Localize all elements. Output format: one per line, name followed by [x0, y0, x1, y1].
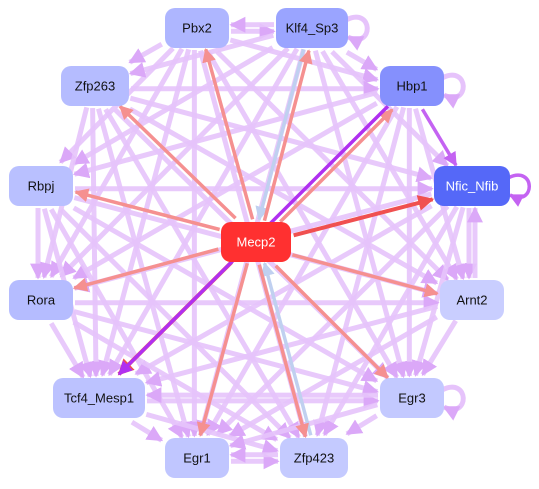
edge-nfic-to-egr3: [411, 206, 466, 377]
node-box: [280, 438, 348, 478]
edge-mecp2-to-zfp263: [118, 104, 237, 220]
node-label: Nfic_Nfib: [446, 179, 499, 194]
self-loop-nfic: [507, 173, 531, 207]
edge-rora-to-tcf4: [49, 322, 86, 379]
node-box: [165, 8, 229, 48]
node-box: [165, 438, 229, 478]
edge-mecp2-to-hbp1: [279, 108, 394, 224]
edge-hbp1-to-rbpj: [72, 90, 378, 179]
edge-klf4-to-tcf4: [107, 47, 300, 377]
node-rbpj[interactable]: Rbpj: [9, 166, 73, 206]
node-tcf4[interactable]: Tcf4_Mesp1: [53, 378, 145, 418]
node-box: [434, 166, 510, 206]
node-arnt2[interactable]: Arnt2: [440, 280, 504, 320]
edge-egr3-to-zfp423: [345, 413, 378, 437]
node-box: [9, 280, 73, 320]
node-box: [221, 222, 291, 262]
node-label: Hbp1: [396, 79, 427, 94]
edge-mecp2-to-rora: [72, 247, 219, 292]
edge-klf4-to-mecp2: [255, 48, 306, 221]
edge-klf4-to-hbp1: [345, 49, 379, 72]
edge-zfp263-to-arnt2: [128, 106, 439, 286]
node-label: Egr1: [183, 451, 210, 466]
node-zfp263[interactable]: Zfp263: [61, 66, 129, 106]
node-klf4[interactable]: Klf4_Sp3: [276, 8, 348, 48]
node-box: [276, 8, 348, 48]
edge-pbx2-to-zfp263: [128, 42, 163, 65]
edge-hbp1-to-egr1: [205, 105, 400, 437]
node-egr1[interactable]: Egr1: [165, 438, 229, 478]
edge-mecp2-to-pbx2: [202, 47, 255, 220]
self-loop-layer: [344, 14, 531, 421]
node-rora[interactable]: Rora: [9, 280, 73, 320]
edge-nfic-to-tcf4: [134, 203, 433, 376]
edge-arnt2-to-tcf4: [144, 303, 438, 387]
edge-arnt2-to-egr3: [420, 319, 458, 377]
edge-mecp2-to-rbpj: [74, 188, 221, 232]
node-label: Mecp2: [236, 235, 275, 250]
edge-mecp2-to-nfic: [293, 195, 435, 238]
node-pbx2[interactable]: Pbx2: [165, 8, 229, 48]
node-label: Rbpj: [28, 179, 55, 194]
node-label: Arnt2: [456, 293, 487, 308]
self-loop-klf4: [344, 14, 370, 51]
node-box: [53, 378, 145, 418]
node-box: [61, 66, 129, 106]
node-label: Rora: [27, 293, 56, 308]
edge-tcf4-to-zfp423: [145, 411, 279, 455]
node-box: [380, 378, 444, 418]
edge-mecp2-to-egr3: [274, 264, 389, 380]
self-loop-egr3: [440, 384, 466, 421]
edge-hbp1-to-nfic: [420, 108, 458, 167]
node-box: [440, 280, 504, 320]
edge-mecp2-to-zfp423: [257, 264, 309, 439]
node-label: Klf4_Sp3: [286, 21, 339, 36]
edge-mecp2-to-klf4: [262, 49, 313, 222]
node-hbp1[interactable]: Hbp1: [380, 66, 444, 106]
edge-klf4-to-rora: [59, 46, 290, 278]
node-box: [380, 66, 444, 106]
edge-mecp2-to-arnt2: [291, 253, 439, 298]
node-nfic[interactable]: Nfic_Nfib: [434, 166, 510, 206]
edge-zfp423-to-mecp2: [261, 261, 313, 436]
node-label: Tcf4_Mesp1: [64, 391, 134, 406]
node-egr3[interactable]: Egr3: [380, 378, 444, 418]
edge-rora-to-zfp423: [72, 320, 279, 442]
node-label: Pbx2: [182, 21, 212, 36]
node-zfp423[interactable]: Zfp423: [280, 438, 348, 478]
node-mecp2[interactable]: Mecp2: [221, 222, 291, 262]
node-label: Zfp263: [75, 79, 115, 94]
node-box: [9, 166, 73, 206]
edge-tcf4-to-egr1: [130, 419, 164, 443]
self-loop-hbp1: [440, 72, 466, 109]
edge-klf4-to-zfp263: [128, 32, 275, 78]
edge-rbpj-to-egr3: [72, 205, 379, 384]
edge-arnt2-to-egr1: [228, 314, 438, 439]
edge-mecp2-to-egr1: [196, 262, 250, 437]
node-label: Zfp423: [294, 451, 334, 466]
node-label: Egr3: [398, 391, 425, 406]
